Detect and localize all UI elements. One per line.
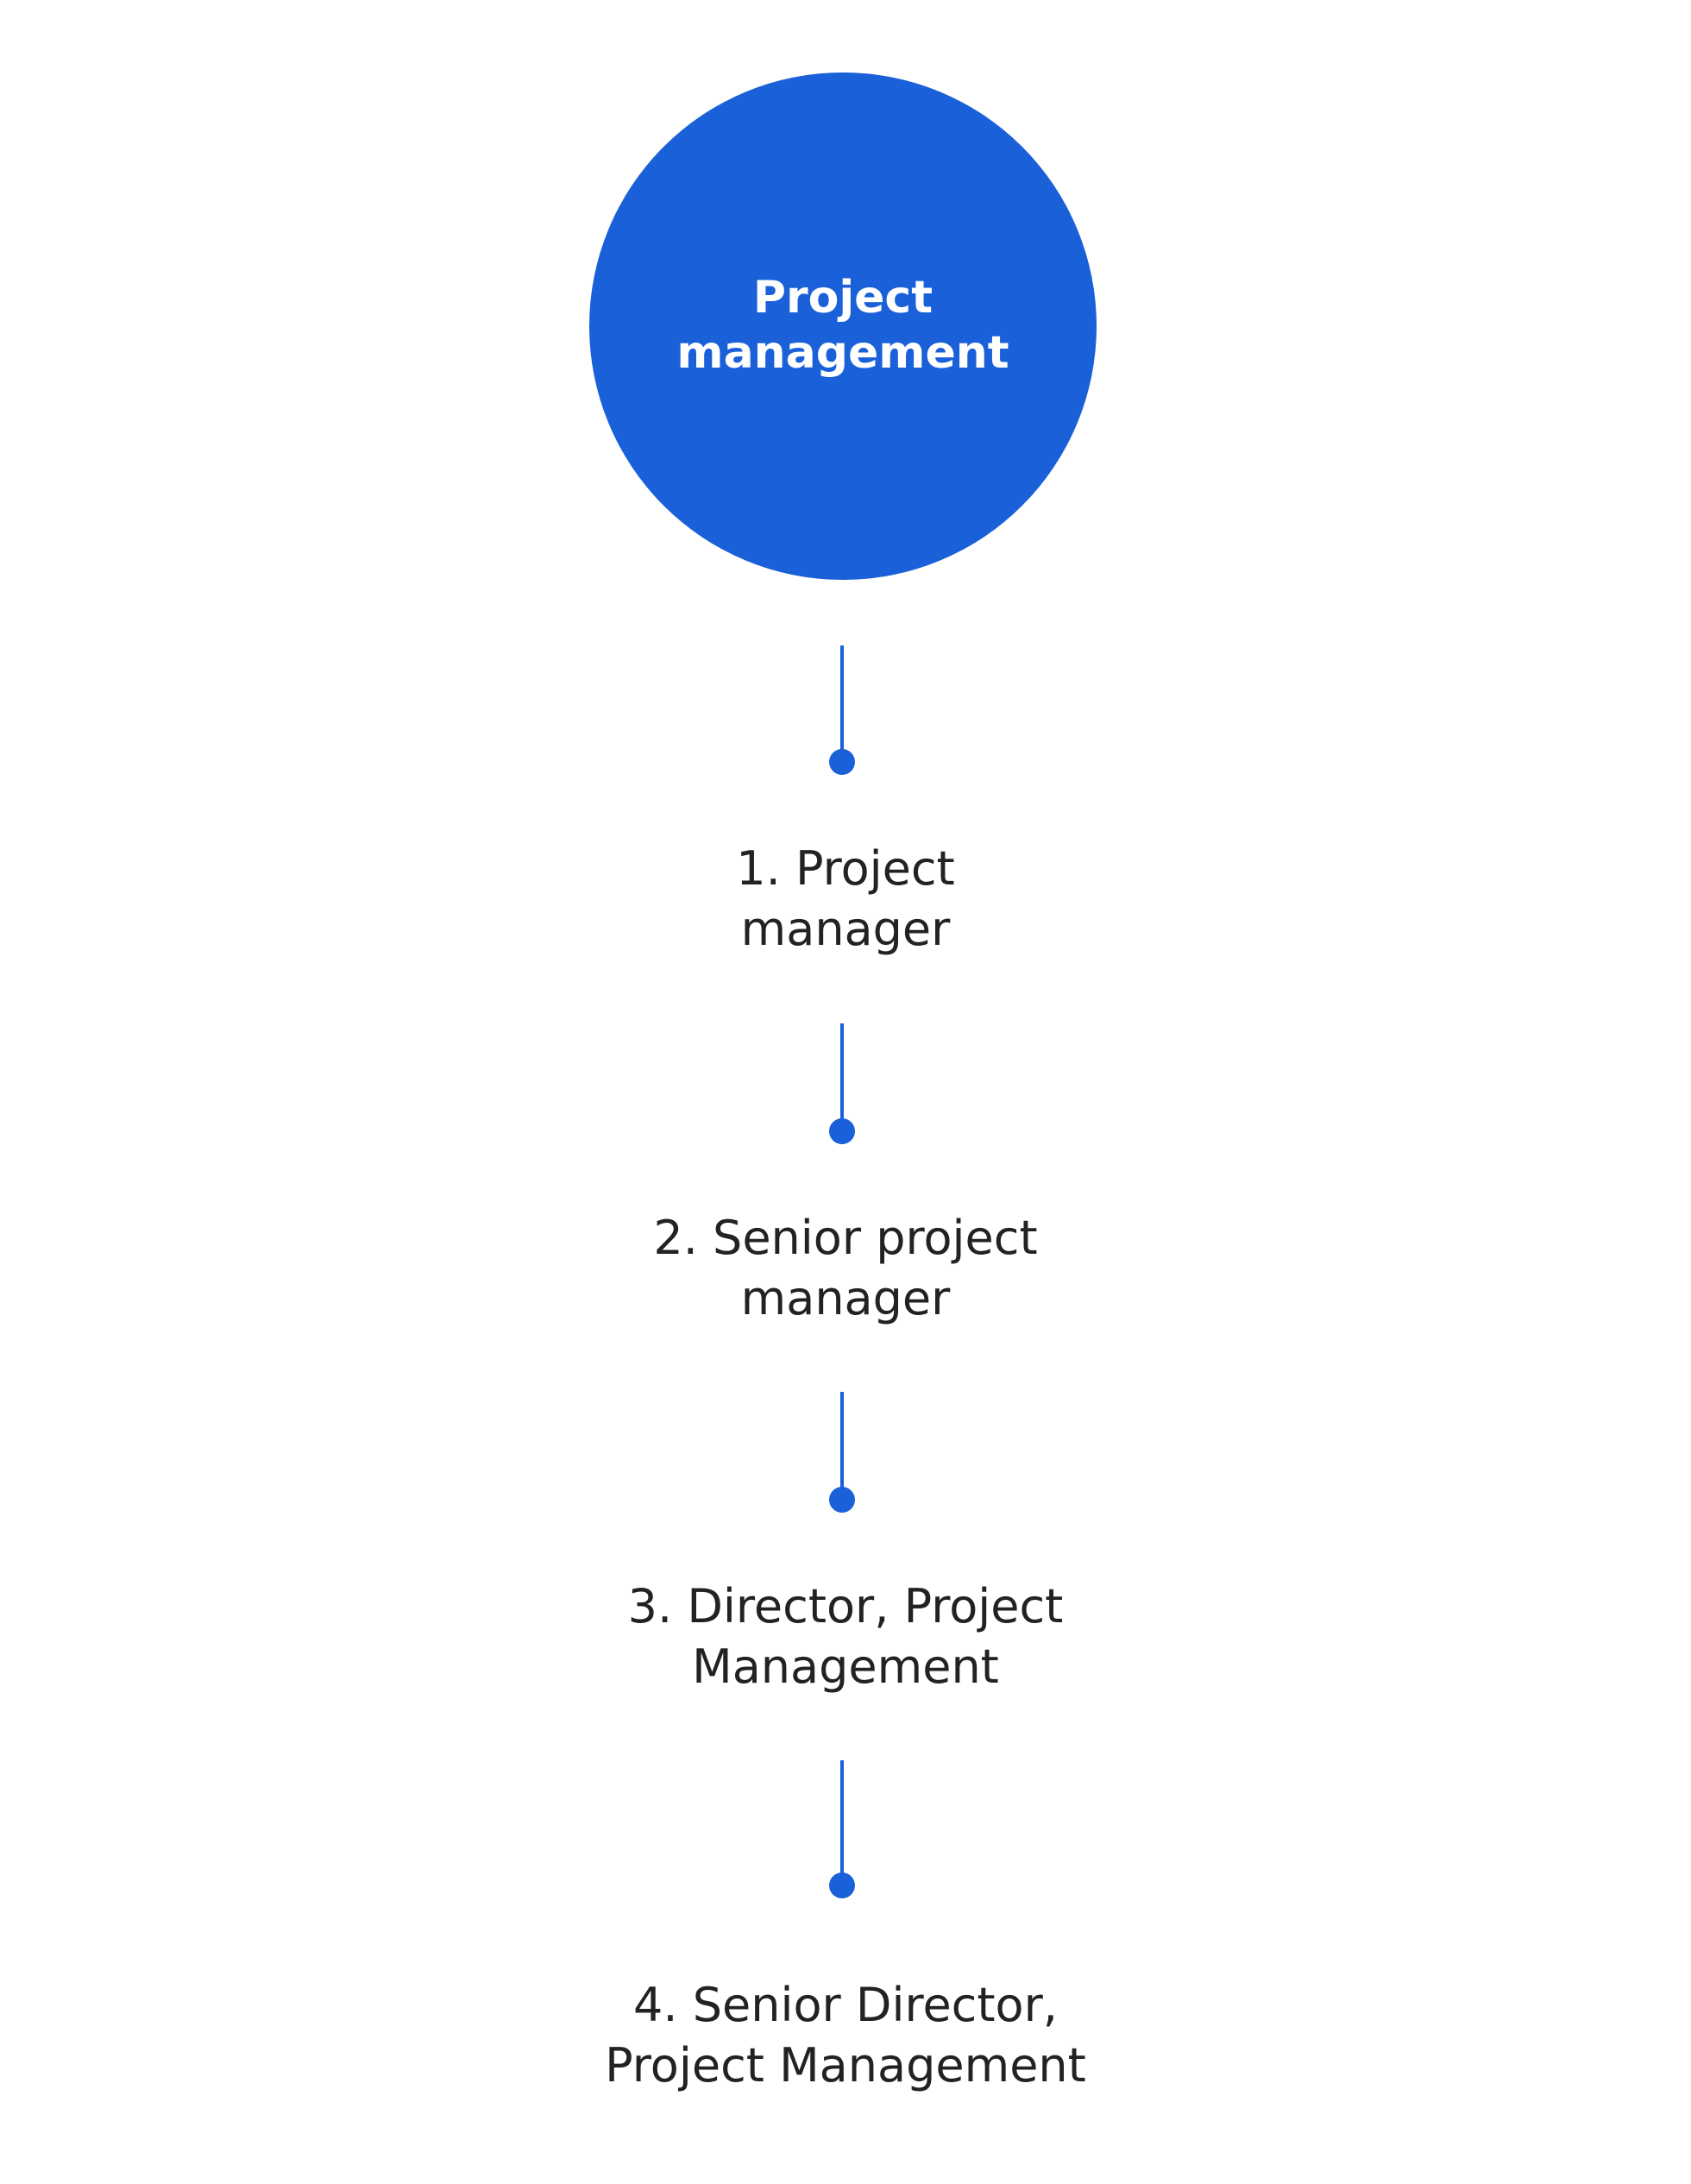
root-node-label-line-2: management — [676, 327, 1009, 379]
step-1-label-line-1: 1. Project — [736, 841, 955, 896]
connector-3-line — [840, 1392, 844, 1500]
root-node-circle: Project management — [589, 72, 1097, 580]
step-1-label: 1. Project manager — [500, 839, 1191, 960]
step-4-label: 4. Senior Director, Project Management — [500, 1975, 1191, 2096]
step-4-label-line-2: Project Management — [605, 2038, 1086, 2093]
step-3-label-line-2: Management — [692, 1640, 999, 1694]
connector-1-line — [840, 645, 844, 762]
step-2-label-line-2: manager — [740, 1271, 951, 1325]
step-2-label: 2. Senior project manager — [500, 1208, 1191, 1329]
root-node-label: Project management — [662, 270, 1024, 381]
step-4-label-line-1: 4. Senior Director, — [633, 1978, 1058, 2032]
connector-2-line — [840, 1023, 844, 1131]
connector-4-line — [840, 1760, 844, 1885]
step-3-label-line-1: 3. Director, Project — [627, 1579, 1064, 1633]
connector-3-dot — [829, 1487, 855, 1513]
connector-4-dot — [829, 1872, 855, 1898]
step-2-label-line-1: 2. Senior project — [653, 1211, 1038, 1265]
step-3-label: 3. Director, Project Management — [500, 1577, 1191, 1697]
connector-1-dot — [829, 749, 855, 775]
step-1-label-line-2: manager — [740, 902, 951, 956]
root-node-label-line-1: Project — [752, 272, 934, 324]
connector-2-dot — [829, 1118, 855, 1144]
